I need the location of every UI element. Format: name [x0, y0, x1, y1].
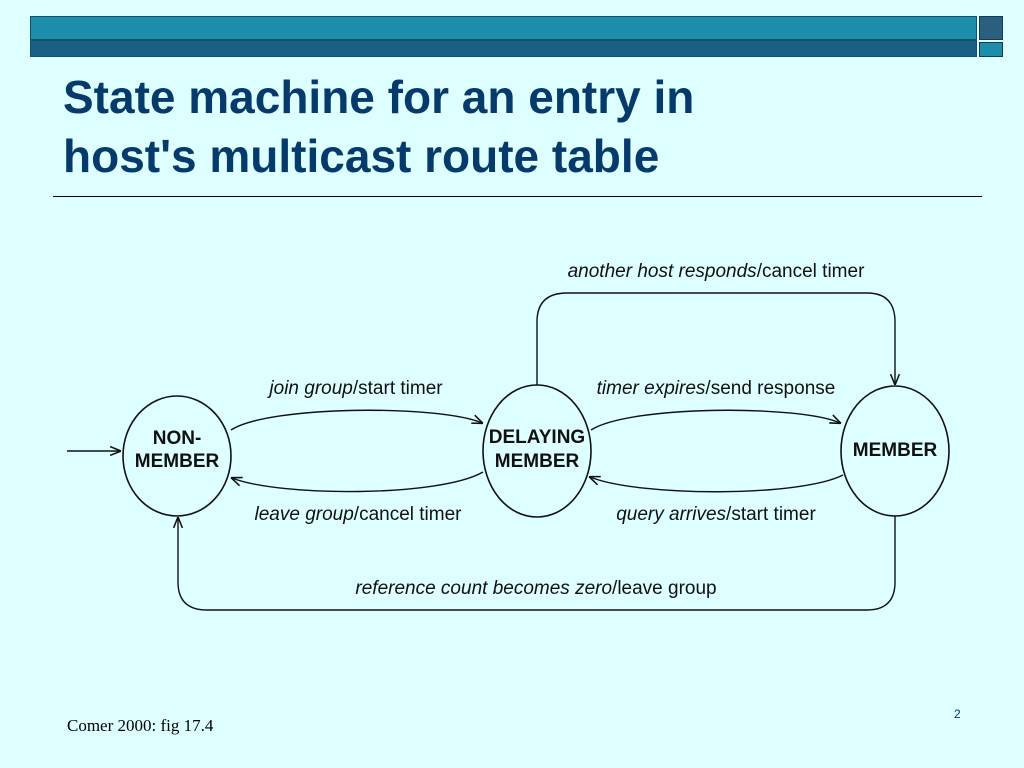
- edge-query-arrives: [590, 474, 844, 493]
- edge-reference-count-zero: [178, 516, 896, 611]
- label-reference-count-zero: reference count becomes zero/leave group: [355, 578, 716, 599]
- edge-join-group: [230, 409, 482, 431]
- label-timer-expires: timer expires/send response: [597, 378, 836, 399]
- slide-title: State machine for an entry in host's mul…: [63, 68, 963, 186]
- corner-decor-square-bottom: [979, 42, 1003, 57]
- corner-decor-square-top: [979, 16, 1003, 40]
- state-delaying-member-line-1: DELAYING: [489, 427, 585, 448]
- state-non-member: NON- MEMBER: [122, 395, 232, 517]
- edge-leave-group: [232, 471, 484, 493]
- slide-title-line-1: State machine for an entry in: [63, 71, 695, 123]
- title-underline: [53, 196, 982, 197]
- label-leave-group: leave group/cancel timer: [255, 504, 463, 525]
- state-delaying-member-line-2: MEMBER: [495, 451, 580, 472]
- edge-timer-expires: [590, 409, 840, 431]
- edge-another-host-responds: [536, 292, 895, 385]
- figure-credit: Comer 2000: fig 17.4: [67, 716, 214, 735]
- state-non-member-line-1: NON-: [153, 428, 202, 449]
- state-member-line-1: MEMBER: [853, 440, 938, 461]
- state-non-member-line-2: MEMBER: [135, 451, 220, 472]
- top-decor-bar-lower: [30, 40, 977, 57]
- label-query-arrives: query arrives/start timer: [616, 504, 816, 525]
- label-join-group: join group/start timer: [266, 378, 443, 399]
- label-another-host-responds: another host responds/cancel timer: [568, 261, 865, 282]
- slide-title-line-2: host's multicast route table: [63, 130, 660, 182]
- page-number: 2: [954, 707, 961, 721]
- state-delaying-member: DELAYING MEMBER: [482, 384, 592, 518]
- top-decor-bar: [30, 16, 977, 40]
- state-member: MEMBER: [840, 385, 950, 517]
